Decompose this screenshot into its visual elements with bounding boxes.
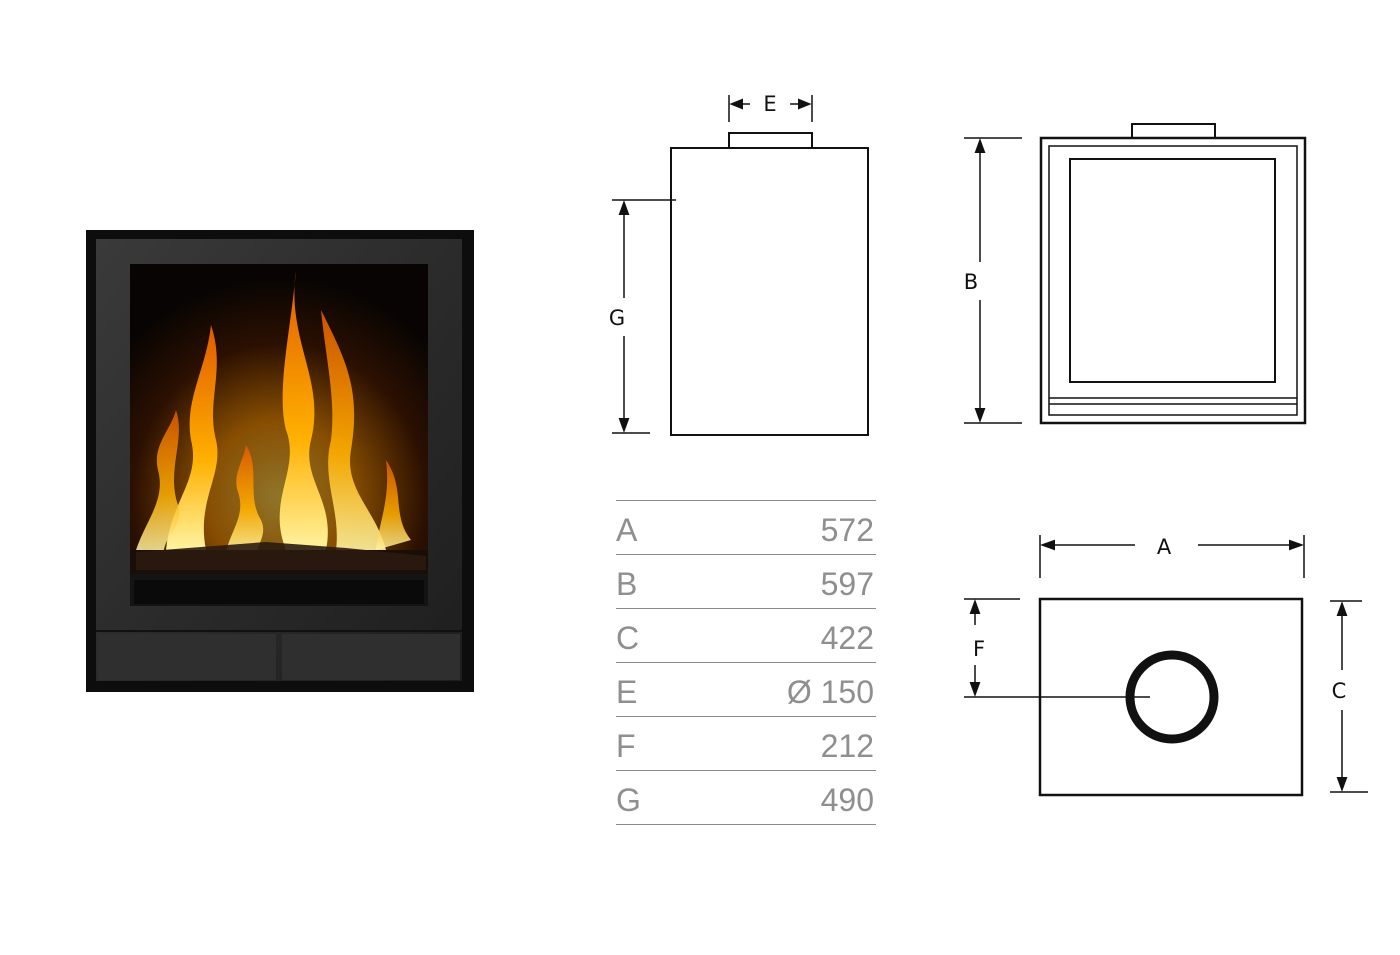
dimension-value: 212 bbox=[820, 728, 874, 764]
table-row: B 597 bbox=[616, 555, 876, 609]
dimension-value: Ø 150 bbox=[786, 674, 874, 710]
side-view-body bbox=[670, 147, 869, 436]
table-row: F 212 bbox=[616, 717, 876, 771]
dim-label-f: F bbox=[973, 637, 985, 661]
dimension-key: C bbox=[616, 620, 640, 656]
dim-label-e: E bbox=[763, 92, 776, 116]
front-view-body bbox=[1039, 136, 1307, 425]
lower-panel-left bbox=[98, 634, 276, 680]
top-view bbox=[964, 535, 1368, 797]
flue-collar-side bbox=[728, 132, 813, 149]
dim-label-b: B bbox=[964, 270, 978, 294]
table-row: G 490 bbox=[616, 771, 876, 825]
dimension-value: 572 bbox=[820, 512, 874, 548]
dim-label-g: G bbox=[609, 306, 625, 330]
dim-label-a: A bbox=[1157, 535, 1172, 559]
table-row: E Ø 150 bbox=[616, 663, 876, 717]
dimension-key: G bbox=[616, 782, 641, 818]
table-row: A 572 bbox=[616, 501, 876, 555]
flames bbox=[136, 270, 411, 552]
flue-collar-front bbox=[1131, 123, 1216, 139]
table-row: C 422 bbox=[616, 609, 876, 663]
dimension-value: 597 bbox=[820, 566, 874, 602]
side-view bbox=[612, 95, 869, 436]
dimension-key: F bbox=[616, 728, 636, 764]
dimension-value: 490 bbox=[820, 782, 874, 818]
dimension-key: E bbox=[616, 674, 638, 710]
dim-label-c: C bbox=[1332, 679, 1347, 703]
dimension-table: A 572 B 597 C 422 E Ø 150 F 212 G 490 bbox=[616, 500, 876, 825]
lower-panel-right bbox=[282, 634, 460, 680]
stove-product-image bbox=[86, 230, 474, 692]
dimension-value: 422 bbox=[820, 620, 874, 656]
dimension-key: B bbox=[616, 566, 638, 602]
dimension-key: A bbox=[616, 512, 638, 548]
front-view bbox=[964, 123, 1307, 425]
